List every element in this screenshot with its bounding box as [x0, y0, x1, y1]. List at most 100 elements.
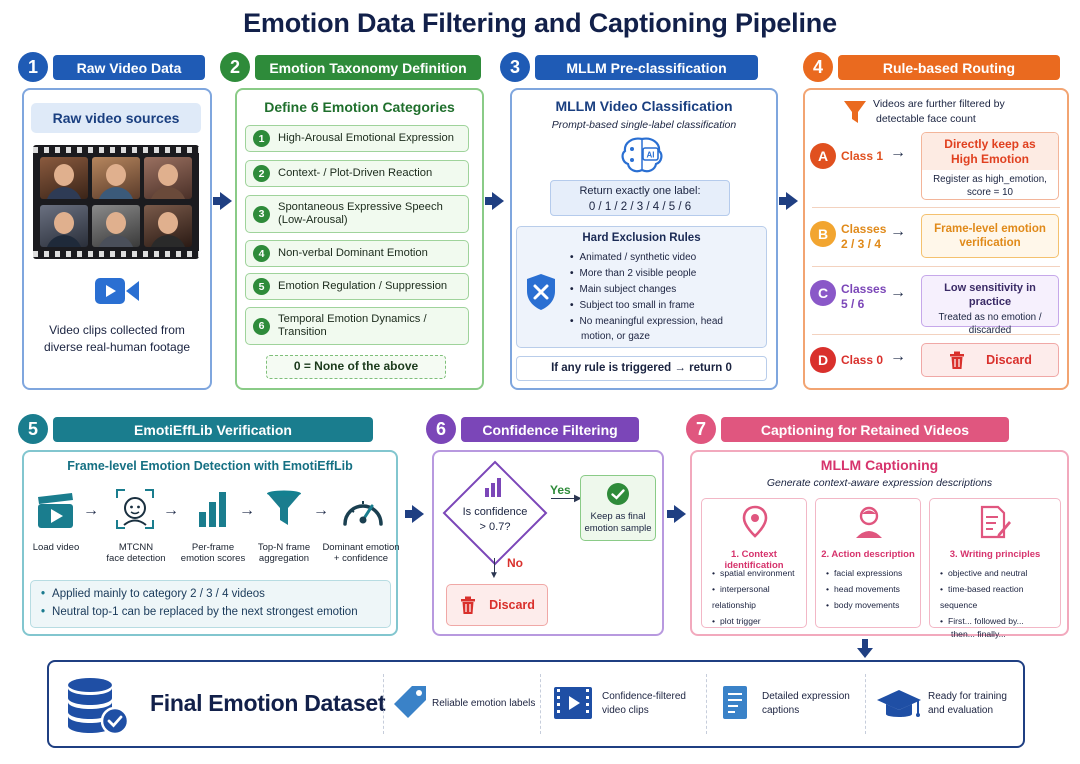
verification-step-line: emotion scores — [180, 553, 246, 564]
verification-step-line: MTCNN — [118, 542, 154, 553]
graduation-cap-icon — [876, 688, 922, 722]
step-title-3: MLLM Pre-classification — [535, 55, 758, 80]
route-letter-b: B — [810, 221, 836, 247]
tag-icon — [392, 684, 428, 722]
video-film-strip — [33, 145, 199, 259]
category-number: 2 — [253, 165, 270, 182]
verification-step-line: + confidence — [333, 553, 389, 564]
route-letter-d: D — [810, 347, 836, 373]
svg-text:AI: AI — [647, 151, 655, 160]
process-arrow: → — [239, 502, 255, 519]
yes-connector — [551, 498, 579, 499]
route-d-label: Class 0 — [841, 353, 884, 367]
route-b-result-line: Frame-level emotion — [934, 223, 1046, 235]
caption-column-items: spatial environment interpersonal relati… — [706, 565, 806, 629]
category-number: 6 — [253, 317, 270, 335]
route-b-result-box: Frame-level emotion verification — [921, 214, 1059, 258]
face-thumbnail — [144, 157, 192, 199]
final-item-text: Ready for training and evaluation — [928, 690, 1007, 718]
caption-doc-icon — [720, 684, 752, 722]
exclusion-rule-cont: motion, or gaze — [581, 331, 650, 342]
caption-column-writing: 3. Writing principles objective and neut… — [929, 498, 1061, 639]
gauge-icon — [341, 492, 385, 528]
shield-x-icon — [524, 272, 558, 312]
caption-column-action: 2. Action description facial expressions… — [815, 498, 921, 628]
route-arrow: → — [890, 284, 906, 301]
category-label-cont: (Low-Arousal) — [278, 214, 348, 226]
step-title-5: EmotiEffLib Verification — [53, 417, 373, 442]
route-a-detail: score = 10 — [966, 187, 1014, 198]
caption-item: interpersonal relationship — [706, 581, 806, 613]
category-number: 1 — [253, 130, 270, 147]
verification-step-label: Top-N frame aggregation — [248, 542, 320, 564]
route-arrow: → — [890, 223, 906, 240]
face-thumbnail — [92, 205, 140, 247]
category-number: 4 — [253, 245, 270, 262]
face-thumbnail — [40, 205, 88, 247]
clapperboard-icon — [36, 491, 76, 529]
caption-item: facial expressions — [820, 565, 920, 581]
final-item-text: Detailed expression captions — [762, 690, 850, 718]
keep-line: Keep as final — [590, 511, 646, 522]
route-a-result-line: Directly keep as — [944, 137, 1036, 151]
route-b-label-line: 2 / 3 / 4 — [841, 237, 882, 251]
route-divider — [812, 334, 1060, 335]
verification-step-label: Load video — [24, 542, 88, 553]
route-a-label: Class 1 — [841, 149, 884, 163]
video-camera-icon — [93, 274, 141, 308]
category-label-cont: Transition — [278, 326, 327, 338]
verification-note: Applied mainly to category 2 / 3 / 4 vid… — [41, 585, 390, 603]
category-label: High-Arousal Emotional Expression — [278, 132, 454, 144]
caption-column-title: 3. Writing principles — [949, 549, 1041, 560]
check-circle-icon — [607, 483, 629, 505]
emotion-category-3: 3 Spontaneous Expressive Speech (Low-Aro… — [245, 195, 469, 233]
route-a-result-line: High Emotion — [951, 152, 1029, 166]
yes-arrow-head: ▶ — [574, 493, 582, 504]
step-title-2: Emotion Taxonomy Definition — [255, 55, 481, 80]
keep-line: emotion sample — [584, 523, 652, 534]
rule-triggered-footer: If any rule is triggered → return 0 — [516, 356, 767, 381]
mllm-classification-heading: MLLM Video Classification — [555, 98, 733, 114]
caption-item: First... followed by... — [934, 613, 1060, 628]
route-a-result-box: Directly keep as High Emotion Register a… — [921, 132, 1059, 200]
confidence-discard-box: Discard — [446, 584, 548, 626]
caption-column-context: 1. Context identification spatial enviro… — [701, 498, 807, 628]
verification-step-label: Per-frame emotion scores — [177, 542, 249, 564]
final-item-line: Confidence-filtered — [602, 691, 686, 702]
exclusion-rule: Subject too small in frame — [570, 298, 760, 314]
verification-step-line: face detection — [106, 553, 166, 564]
process-arrow: → — [163, 502, 179, 519]
route-b-label: Classes 2 / 3 / 4 — [841, 222, 886, 252]
caption-column-title: 2. Action description — [821, 549, 915, 560]
exclusion-rule: More than 2 visible people — [570, 266, 760, 282]
final-item-line: and evaluation — [928, 705, 994, 716]
flow-arrow — [779, 192, 798, 210]
aggregation-funnel-icon — [265, 490, 303, 530]
bar-chart-icon — [197, 490, 229, 528]
caption-column-items: facial expressions head movements body m… — [820, 565, 920, 613]
confidence-question-line: > 0.7? — [479, 521, 511, 533]
emotion-category-5: 5 Emotion Regulation / Suppression — [245, 273, 469, 300]
verification-step-line: aggregation — [258, 553, 310, 564]
verification-note: Neutral top-1 can be replaced by the nex… — [41, 603, 390, 621]
step-title-4: Rule-based Routing — [838, 55, 1060, 80]
yes-label: Yes — [550, 483, 571, 497]
document-pen-icon — [980, 505, 1011, 539]
emotion-category-1: 1 High-Arousal Emotional Expression — [245, 125, 469, 152]
funnel-icon — [843, 98, 867, 126]
route-c-detail: discarded — [968, 325, 1012, 336]
flow-arrow — [213, 192, 232, 210]
return-label-line: Return exactly one label: — [579, 185, 701, 197]
exclusion-rule: No meaningful expression, head — [570, 314, 760, 330]
caption-item: spatial environment — [706, 565, 806, 581]
face-detection-icon — [115, 488, 155, 530]
flow-arrow — [667, 505, 686, 523]
category-number: 3 — [253, 205, 270, 223]
final-item-text: Confidence-filtered video clips — [602, 690, 686, 718]
final-item-line: Detailed expression — [762, 691, 850, 702]
step-number-2: 2 — [220, 52, 250, 82]
no-connector — [494, 558, 495, 576]
route-d-result-box: Discard — [921, 343, 1059, 377]
verification-step-label: MTCNN face detection — [101, 542, 171, 564]
route-c-detail: Treated as no emotion / — [938, 312, 1042, 323]
